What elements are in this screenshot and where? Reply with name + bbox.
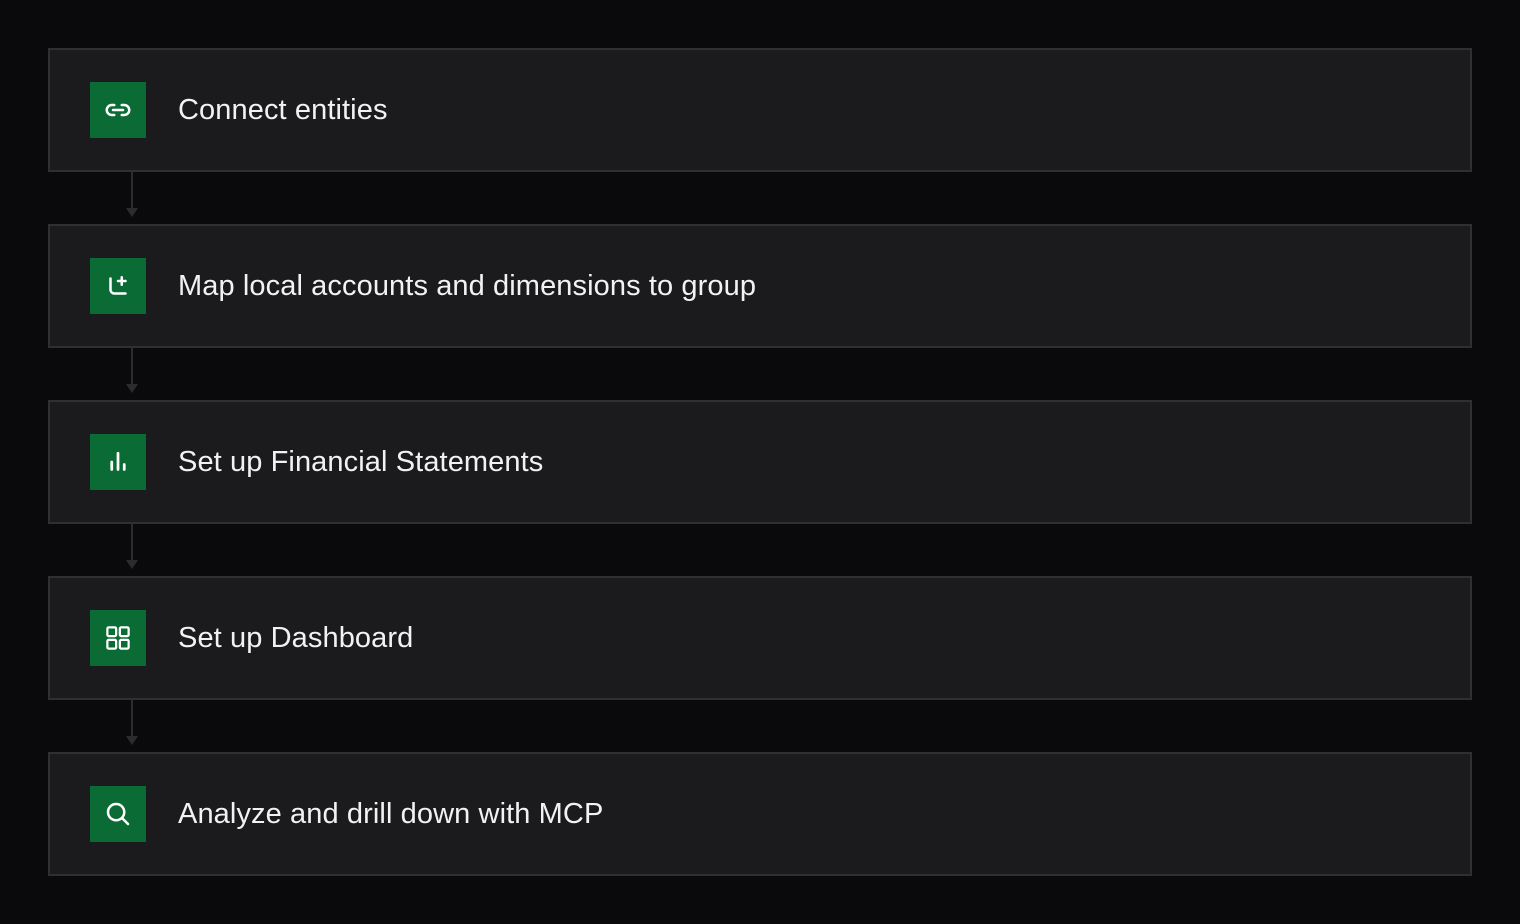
step-connector [48,172,1472,224]
arrow-down-icon [126,384,138,393]
step-label: Connect entities [178,94,388,126]
step-label: Analyze and drill down with MCP [178,798,604,830]
link-icon [90,82,146,138]
bar-chart-icon [90,434,146,490]
onboarding-steps: Connect entities Map local accounts and … [48,48,1472,876]
arrow-down-icon [126,208,138,217]
step-analyze-mcp[interactable]: Analyze and drill down with MCP [48,752,1472,876]
step-connector [48,524,1472,576]
search-icon [90,786,146,842]
arrow-down-icon [126,560,138,569]
step-map-accounts[interactable]: Map local accounts and dimensions to gro… [48,224,1472,348]
map-plus-icon [90,258,146,314]
step-dashboard[interactable]: Set up Dashboard [48,576,1472,700]
dashboard-grid-icon [90,610,146,666]
step-connect-entities[interactable]: Connect entities [48,48,1472,172]
step-label: Map local accounts and dimensions to gro… [178,270,757,302]
step-financial-statements[interactable]: Set up Financial Statements [48,400,1472,524]
arrow-down-icon [126,736,138,745]
step-label: Set up Dashboard [178,622,414,654]
step-connector [48,700,1472,752]
step-connector [48,348,1472,400]
step-label: Set up Financial Statements [178,446,544,478]
